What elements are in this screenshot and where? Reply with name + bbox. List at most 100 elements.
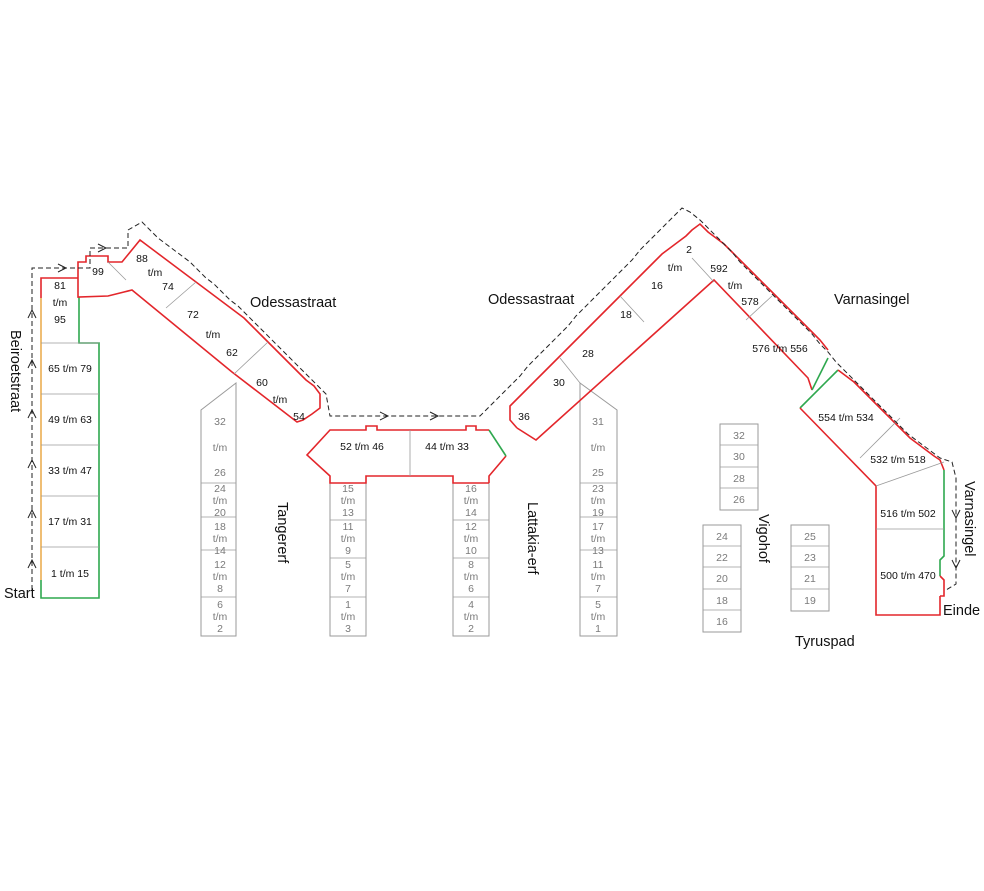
house-number-label: t/m (213, 611, 228, 623)
house-number-label: 88 (136, 253, 148, 265)
house-number-label: 24 (214, 483, 226, 495)
house-number-label: 500 t/m 470 (880, 570, 936, 582)
route-end-label: Einde (943, 603, 980, 619)
house-number-label: 31 (592, 416, 604, 428)
street-name-odessastraat-right: Odessastraat (488, 292, 574, 308)
house-number-label: 23 (592, 483, 604, 495)
street-name-lattakia-erf: Lattakia-erf (524, 502, 540, 576)
house-number-label: 1 (345, 599, 351, 611)
house-number-label: 16 (651, 280, 663, 292)
odessastraat-right-blocks: 30 36 18 28 2 t/m 16 592 t/m 578 576 t/m… (509, 222, 829, 441)
house-number-label: 8 (468, 559, 474, 571)
house-number-label: 16 (465, 483, 477, 495)
house-number-label: t/m (213, 571, 228, 583)
tangererf-west-outline (200, 381, 237, 637)
house-number-label: 81 (54, 280, 66, 292)
lattakia-east-outline (579, 382, 618, 637)
house-number-label: t/m (341, 533, 356, 545)
house-number-label: 8 (217, 583, 223, 595)
house-number-label: t/m (591, 611, 606, 623)
house-number-label: 592 (710, 263, 728, 275)
street-name-odessastraat-left: Odessastraat (250, 295, 336, 311)
house-number-label: 9 (345, 545, 351, 557)
house-number-label: 18 (716, 595, 728, 607)
tangererf-west-blocks: 32 t/m 26 24 t/m 20 18 t/m 14 12 t/m 8 6… (200, 381, 237, 637)
house-number-label: 72 (187, 309, 199, 321)
beiroetstraat-blocks: 81 t/m 95 65 t/m 79 49 t/m 63 33 t/m 47 … (40, 277, 100, 599)
house-number-label: t/m (464, 611, 479, 623)
tangererf-east-blocks: 15 t/m 13 11 t/m 9 5 t/m 7 1 t/m 3 (329, 482, 367, 637)
house-number-label: 7 (345, 583, 351, 595)
house-number-label: 33 t/m 47 (48, 465, 92, 477)
house-number-label: 532 t/m 518 (870, 454, 926, 466)
house-number-label: 44 t/m 33 (425, 441, 469, 453)
house-number-label: 28 (733, 473, 745, 485)
house-number-label: 12 (214, 559, 226, 571)
house-number-label: 516 t/m 502 (880, 508, 936, 520)
vigohof-left-outline (702, 524, 742, 633)
house-number-label: 21 (804, 573, 816, 585)
house-number-label: 28 (582, 348, 594, 360)
house-number-label: 12 (465, 521, 477, 533)
house-number-label: t/m (728, 280, 743, 292)
house-number-label: 13 (592, 545, 604, 557)
house-number-label: 2 (686, 244, 692, 256)
house-number-label: 25 (592, 467, 604, 479)
house-number-label: 49 t/m 63 (48, 414, 92, 426)
house-number-label: t/m (591, 495, 606, 507)
house-number-label: 26 (214, 467, 226, 479)
house-number-label: t/m (591, 571, 606, 583)
house-number-label: 52 t/m 46 (340, 441, 384, 453)
house-number-label: 74 (162, 281, 174, 293)
house-number-label: 11 (343, 521, 354, 533)
house-number-label: 2 (468, 623, 474, 635)
house-number-label: 23 (804, 552, 816, 564)
house-number-label: 54 (293, 411, 305, 423)
middle-blocks: 52 t/m 46 44 t/m 33 (305, 425, 507, 484)
house-number-label: 6 (217, 599, 223, 611)
house-number-label: t/m (273, 394, 288, 406)
house-number-label: 32 (733, 430, 745, 442)
house-number-label: t/m (213, 495, 228, 507)
house-number-label: 16 (716, 616, 728, 628)
house-number-label: t/m (148, 267, 163, 279)
house-number-label: 14 (214, 545, 226, 557)
house-number-label: 3 (345, 623, 351, 635)
house-number-label: 99 (92, 266, 104, 278)
house-number-label: 20 (716, 573, 728, 585)
house-number-label: 95 (54, 314, 66, 326)
varnasingel-blocks: 554 t/m 534 532 t/m 518 516 t/m 502 500 … (799, 369, 945, 616)
house-number-label: 1 t/m 15 (51, 568, 89, 580)
house-number-label: 36 (518, 411, 530, 423)
house-number-label: 6 (468, 583, 474, 595)
house-number-label: t/m (53, 297, 68, 309)
house-number-label: 26 (733, 494, 745, 506)
street-name-vigohof: Vigohof (755, 514, 771, 564)
house-number-label: 15 (342, 483, 354, 495)
house-number-label: 18 (620, 309, 632, 321)
house-number-label: 17 (592, 521, 604, 533)
route-start-label: Start (4, 586, 35, 602)
vigohof-blocks: 32 30 28 26 24 22 20 18 16 25 23 21 19 (702, 423, 830, 633)
house-number-label: 7 (595, 583, 601, 595)
house-number-label: t/m (464, 571, 479, 583)
house-number-label: 5 (345, 559, 351, 571)
house-number-label: 1 (595, 623, 601, 635)
house-number-label: 13 (342, 507, 354, 519)
house-number-label: 24 (716, 531, 728, 543)
street-name-tangererf: Tangererf (274, 502, 290, 564)
house-number-label: 30 (553, 377, 565, 389)
house-number-label: 14 (465, 507, 477, 519)
house-number-label: 30 (733, 451, 745, 463)
house-number-label: 19 (804, 595, 816, 607)
walking-route (27, 207, 961, 591)
house-number-label: 60 (256, 377, 268, 389)
house-number-label: 5 (595, 599, 601, 611)
house-number-label: t/m (213, 533, 228, 545)
street-name-tyruspad: Tyruspad (795, 634, 855, 650)
house-number-label: 20 (214, 507, 226, 519)
house-number-label: t/m (341, 495, 356, 507)
house-number-label: 4 (468, 599, 474, 611)
house-number-label: 2 (217, 623, 223, 635)
